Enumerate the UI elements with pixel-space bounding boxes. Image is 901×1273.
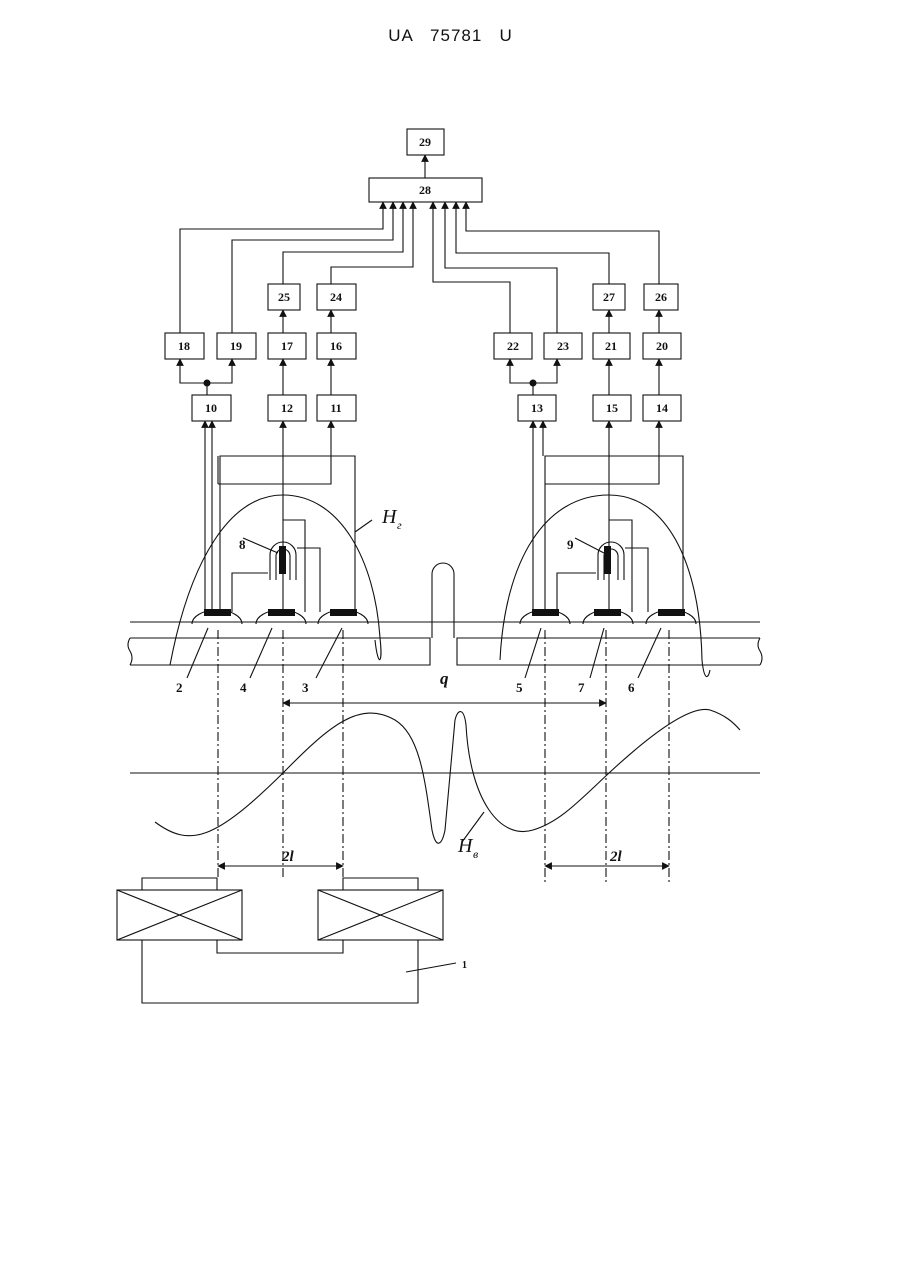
- ref-8-probe: 8: [239, 537, 246, 552]
- svg-text:18: 18: [178, 339, 190, 353]
- svg-text:27: 27: [603, 290, 615, 304]
- ref-6-sensor: 6: [628, 680, 635, 695]
- block-22: 22: [494, 333, 532, 359]
- svg-text:17: 17: [281, 339, 293, 353]
- label-h-vertical-sub: в: [473, 847, 478, 861]
- svg-text:20: 20: [656, 339, 668, 353]
- block-17: 17: [268, 333, 306, 359]
- svg-text:19: 19: [230, 339, 242, 353]
- block-10: 10: [192, 395, 231, 421]
- svg-text:29: 29: [419, 135, 431, 149]
- block-23: 23: [544, 333, 582, 359]
- svg-text:24: 24: [330, 290, 342, 304]
- block-18: 18: [165, 333, 204, 359]
- svg-text:21: 21: [605, 339, 617, 353]
- ref-1-electromagnet: 1: [462, 960, 467, 971]
- ref-4-sensor: 4: [240, 680, 247, 695]
- block-11: 11: [317, 395, 356, 421]
- svg-text:23: 23: [557, 339, 569, 353]
- ref-3-sensor: 3: [302, 680, 309, 695]
- svg-text:11: 11: [330, 401, 341, 415]
- svg-text:16: 16: [330, 339, 342, 353]
- block-29: 29: [407, 129, 444, 155]
- svg-text:14: 14: [656, 401, 668, 415]
- block-13: 13: [518, 395, 556, 421]
- svg-text:22: 22: [507, 339, 519, 353]
- block-19: 19: [217, 333, 256, 359]
- block-15: 15: [593, 395, 631, 421]
- svg-text:28: 28: [419, 183, 431, 197]
- block-14: 14: [643, 395, 681, 421]
- svg-text:15: 15: [606, 401, 618, 415]
- block-20: 20: [643, 333, 681, 359]
- label-h-vertical: H: [457, 835, 474, 857]
- svg-text:10: 10: [205, 401, 217, 415]
- block-28-combiner: 28: [369, 178, 482, 202]
- label-h-horizontal: H: [381, 506, 398, 528]
- block-27: 27: [593, 284, 625, 310]
- label-2l-right: 2l: [609, 849, 623, 865]
- ref-7-sensor: 7: [578, 680, 585, 695]
- svg-text:13: 13: [531, 401, 543, 415]
- svg-text:25: 25: [278, 290, 290, 304]
- label-h-horizontal-sub: г: [397, 518, 402, 532]
- block-26: 26: [644, 284, 678, 310]
- ref-2-sensor: 2: [176, 680, 183, 695]
- ref-5-sensor: 5: [516, 680, 523, 695]
- block-16: 16: [317, 333, 356, 359]
- block-25: 25: [268, 284, 300, 310]
- label-2l-left: 2l: [281, 849, 295, 865]
- ref-9-probe: 9: [567, 537, 574, 552]
- block-21: 21: [593, 333, 630, 359]
- label-q: q: [440, 669, 449, 688]
- svg-text:12: 12: [281, 401, 293, 415]
- block-12: 12: [268, 395, 306, 421]
- svg-text:26: 26: [655, 290, 667, 304]
- block-24: 24: [317, 284, 356, 310]
